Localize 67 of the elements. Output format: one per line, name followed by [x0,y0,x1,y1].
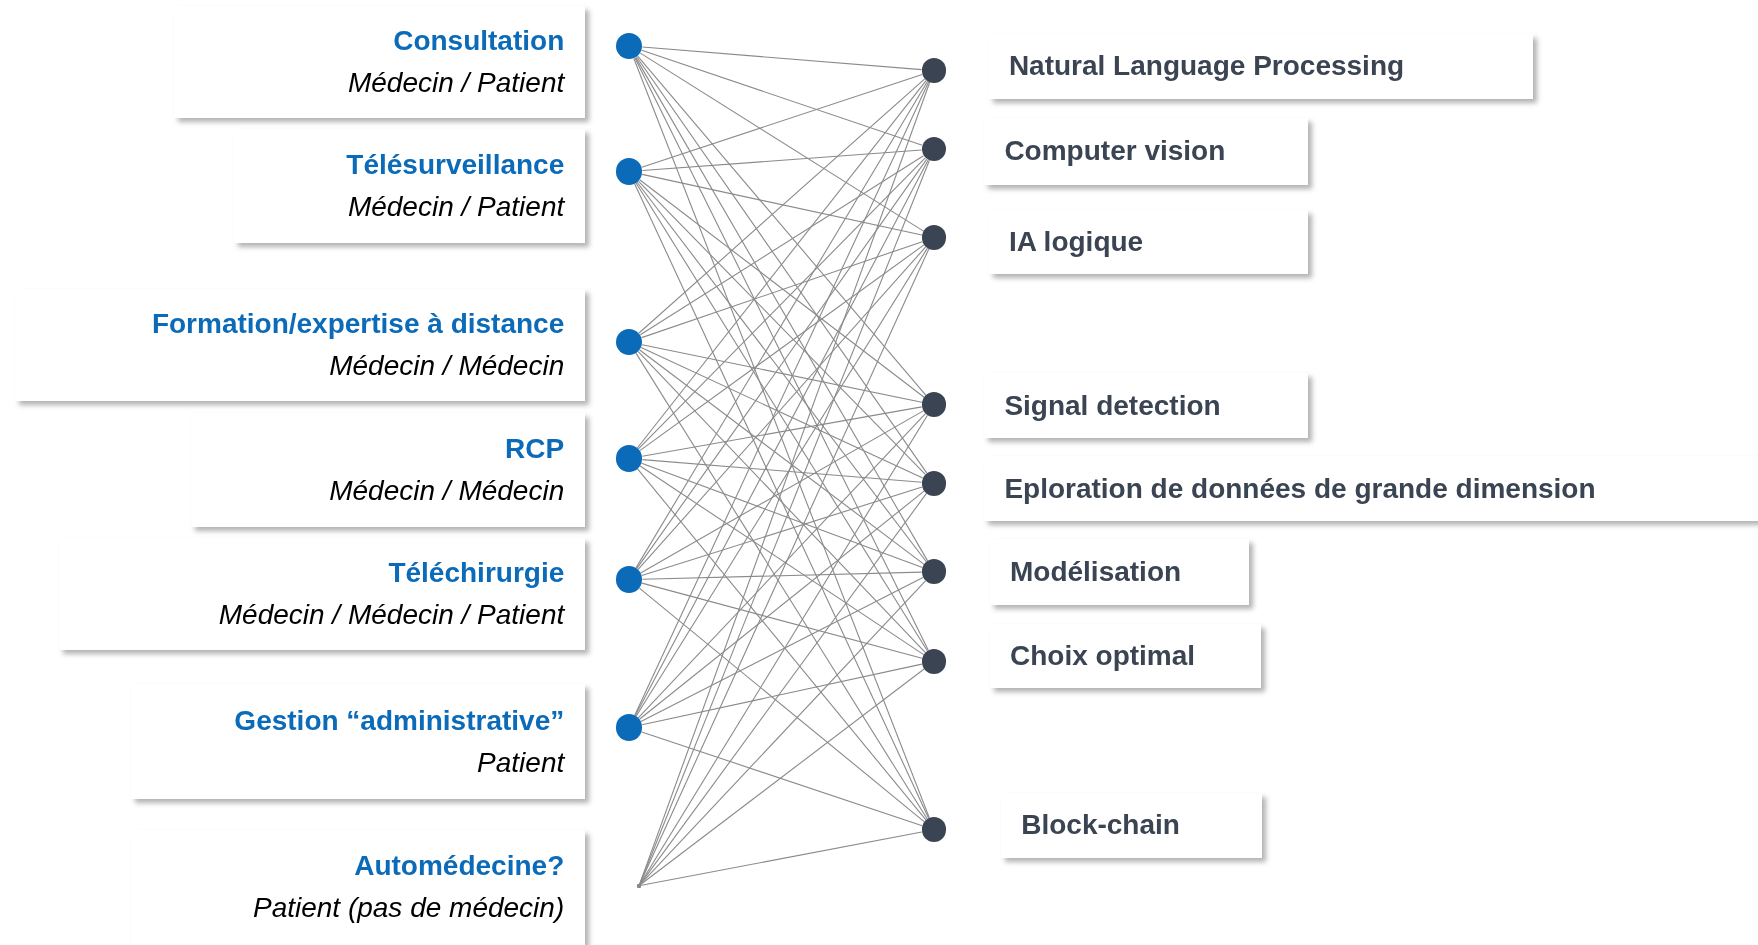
connector-line [639,580,927,886]
participants-text: Médecin / Médecin [329,473,565,508]
connector-line [639,668,925,886]
connector-line [639,831,923,887]
connector-line [639,244,925,452]
connector-line [641,459,923,483]
participants-text: Médecin / Patient [347,190,565,225]
connector-line [637,157,926,450]
connector-line [641,73,923,168]
connector-line [639,349,925,565]
technique-label: Block-chain [1021,808,1180,843]
use-case-title: Automédecine? [354,849,565,884]
connector-line [635,352,928,820]
connector-line [641,173,923,236]
connector-line [640,576,924,723]
connector-line [641,731,923,827]
connector-line [641,582,923,659]
participants-text: Patient (pas de médecin) [252,891,565,926]
technique-label: Natural Language Processing [1008,49,1405,84]
junction-point [637,883,642,888]
connector-line [637,246,927,571]
connector-line [637,55,927,396]
connector-line [641,149,923,172]
connector-line [637,413,926,719]
connector-line [641,344,923,403]
use-case-card [234,128,586,244]
connector-line [639,52,925,232]
connector-line [639,155,925,336]
connector-line [638,78,926,334]
use-case-card [59,538,586,651]
participants-text: Médecin / Médecin / Patient [218,598,565,633]
use-case-card [190,412,586,527]
participants-text: Patient [477,745,565,780]
connector-line [641,46,923,71]
connector-line [638,490,925,720]
connector-line [641,241,923,339]
use-case-title: Télésurveillance [346,148,565,183]
use-case-title: RCP [505,431,565,466]
technique-label: IA logique [1008,224,1144,259]
connector-line [641,49,923,146]
participants-text: Médecin / Médecin [329,349,565,384]
connector-line [640,410,924,574]
connector-line [638,587,925,823]
use-case-title: Téléchirurgie [388,556,565,591]
connector-line [636,468,927,821]
technique-label: Computer vision [1004,134,1226,169]
use-case-title: Formation/expertise à distance [151,307,565,342]
use-case-title: Gestion “administrative” [234,703,565,738]
connector-line [635,182,928,652]
connector-line [640,347,924,479]
connector-line [641,571,923,580]
connector-line [635,247,928,717]
connector-line [637,351,926,654]
technique-label: Signal detection [1004,388,1221,423]
connector-line [641,663,923,726]
connector-line [641,406,923,457]
technique-label: Eploration de données de grande dimension [1004,471,1596,506]
connector-line [639,179,925,398]
use-case-title: Consultation [393,23,565,58]
connector-line [641,486,923,577]
connector-line [639,465,925,656]
connector-line [641,462,923,569]
connector-line [637,180,926,475]
participants-text: Médecin / Patient [347,65,565,100]
technique-label: Choix optimal [1010,639,1196,674]
technique-label: Modélisation [1010,555,1182,590]
connector-line [639,414,929,886]
